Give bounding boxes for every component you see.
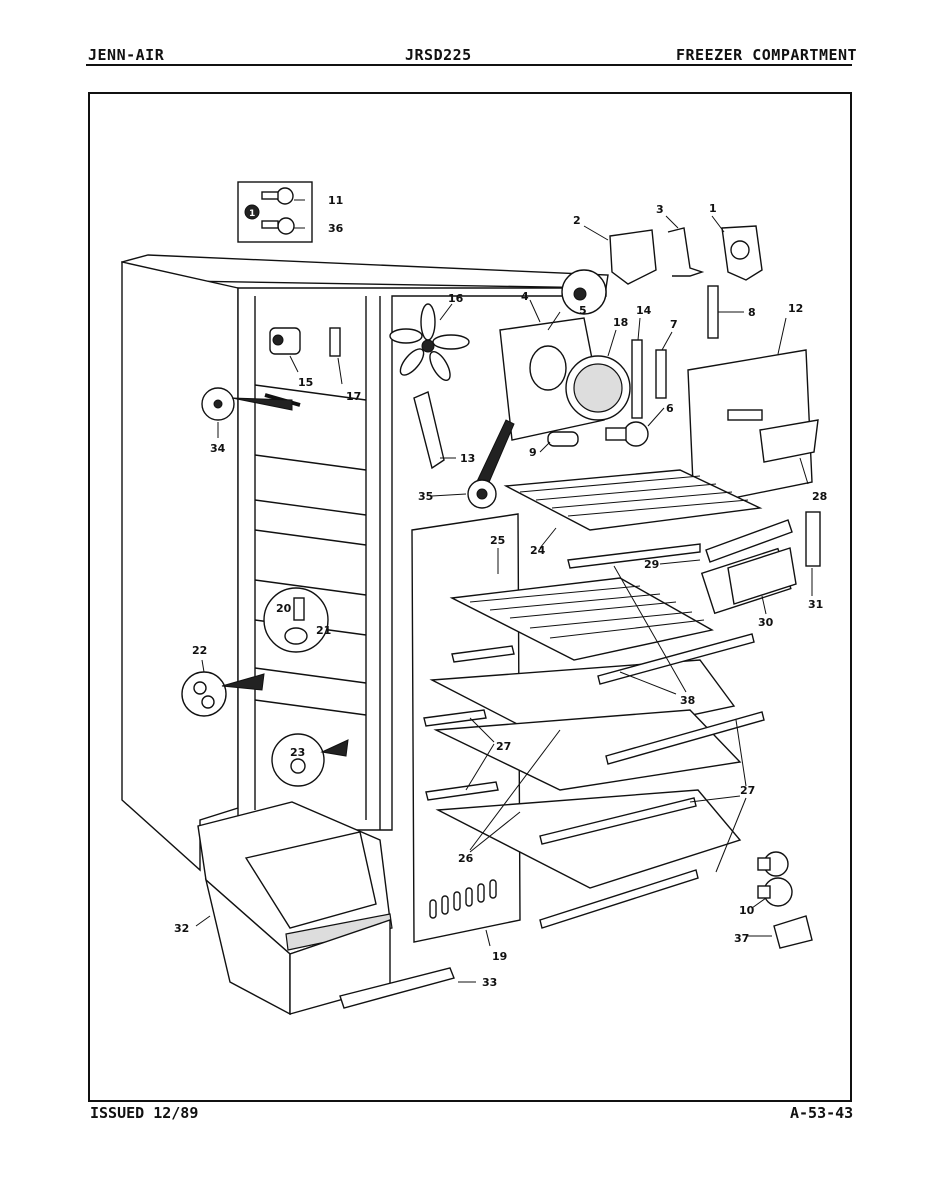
callout-7: 7 (670, 318, 678, 331)
part-2-bracket (609, 229, 657, 285)
callout-26: 26 (458, 852, 474, 865)
leader-lines (195, 215, 813, 983)
callout-25: 25 (490, 534, 505, 547)
light-bulb-icon (547, 421, 649, 447)
part-5-motor (547, 269, 607, 331)
callout-6: 6 (666, 402, 674, 415)
callout-10: 10 (739, 904, 755, 917)
callout-33: 33 (482, 976, 497, 989)
part-35-bearing (467, 419, 515, 509)
callout-11: 11 (328, 194, 343, 207)
part-22-inset (181, 671, 265, 717)
part-20-21-inset (263, 587, 329, 653)
header-model: JRSD225 (405, 46, 472, 64)
part-10-bulbs (757, 851, 793, 907)
callout-19: 19 (492, 950, 507, 963)
callout-22: 22 (192, 644, 207, 657)
callout-13: 13 (460, 452, 475, 465)
part-37-block (773, 915, 813, 949)
part-30-tray (727, 547, 797, 605)
callout-38: 38 (680, 694, 695, 707)
callout-28: 28 (812, 490, 827, 503)
shelf-icon (503, 469, 763, 531)
part-17-clip (329, 327, 343, 385)
header-rule (86, 64, 852, 66)
footer-page-code: A-53-43 (790, 1104, 854, 1122)
part-3-hinge (667, 227, 705, 277)
part-13-bracket (413, 391, 456, 470)
key-switch-inset: 1 (237, 181, 313, 243)
part-34-knob (201, 387, 293, 438)
callout-37: 37 (734, 932, 749, 945)
header-brand: JENN-AIR (88, 46, 165, 64)
callout-2: 2 (573, 214, 581, 227)
callout-23: 23 (290, 746, 305, 759)
callout-35: 35 (418, 490, 433, 503)
part-14-strip (631, 339, 643, 419)
callout-16: 16 (448, 292, 464, 305)
callout-34: 34 (210, 442, 226, 455)
callout-21: 21 (316, 624, 331, 637)
part-1-cover (721, 225, 763, 281)
callout-24: 24 (530, 544, 546, 557)
callout-18: 18 (613, 316, 628, 329)
callout-4: 4 (521, 290, 529, 303)
callout-14: 14 (636, 304, 652, 317)
bin-icon (197, 801, 393, 1016)
callout-32: 32 (174, 922, 189, 935)
callout-27a: 27 (496, 740, 511, 753)
part-38-rail (567, 543, 701, 569)
callout-20: 20 (276, 602, 292, 615)
callout-30: 30 (758, 616, 774, 629)
callout-17: 17 (346, 390, 361, 403)
part-18-grille (565, 355, 631, 421)
footer-issued: ISSUED 12/89 (90, 1104, 199, 1122)
callout-9: 9 (529, 446, 537, 459)
inset-marker-label: 1 (249, 209, 255, 219)
callout-31: 31 (808, 598, 823, 611)
part-15-switch (269, 327, 301, 373)
part-8-strip (707, 285, 719, 339)
header-section: FREEZER COMPARTMENT (676, 46, 858, 64)
fan-blade-icon (389, 303, 470, 381)
callout-27b: 27 (740, 784, 755, 797)
part-25-wire-shelf (449, 577, 714, 661)
part-28-deflector (759, 419, 819, 463)
callout-12: 12 (788, 302, 803, 315)
callout-36: 36 (328, 222, 344, 235)
part-7-strip (655, 349, 667, 399)
callout-15: 15 (298, 376, 313, 389)
callout-1: 1 (709, 202, 717, 215)
part-33-rail (339, 967, 455, 1009)
part-31-clip (805, 511, 821, 567)
inset-marker-icon (244, 204, 260, 220)
door-liner-vents (429, 879, 497, 919)
part-23-inset (271, 733, 349, 787)
callout-8: 8 (748, 306, 756, 319)
part-12-panel (687, 349, 819, 507)
part-27-shelf-rails (423, 633, 765, 929)
callout-labels: 1 2 3 4 5 6 7 8 9 10 11 12 13 14 15 16 1… (174, 194, 827, 989)
part-26-glass-shelves (429, 659, 742, 889)
key-switch-icon (261, 187, 295, 235)
callout-29: 29 (644, 558, 659, 571)
callout-3: 3 (656, 203, 664, 216)
diagram-frame (88, 92, 852, 1102)
callout-5: 5 (579, 304, 587, 317)
